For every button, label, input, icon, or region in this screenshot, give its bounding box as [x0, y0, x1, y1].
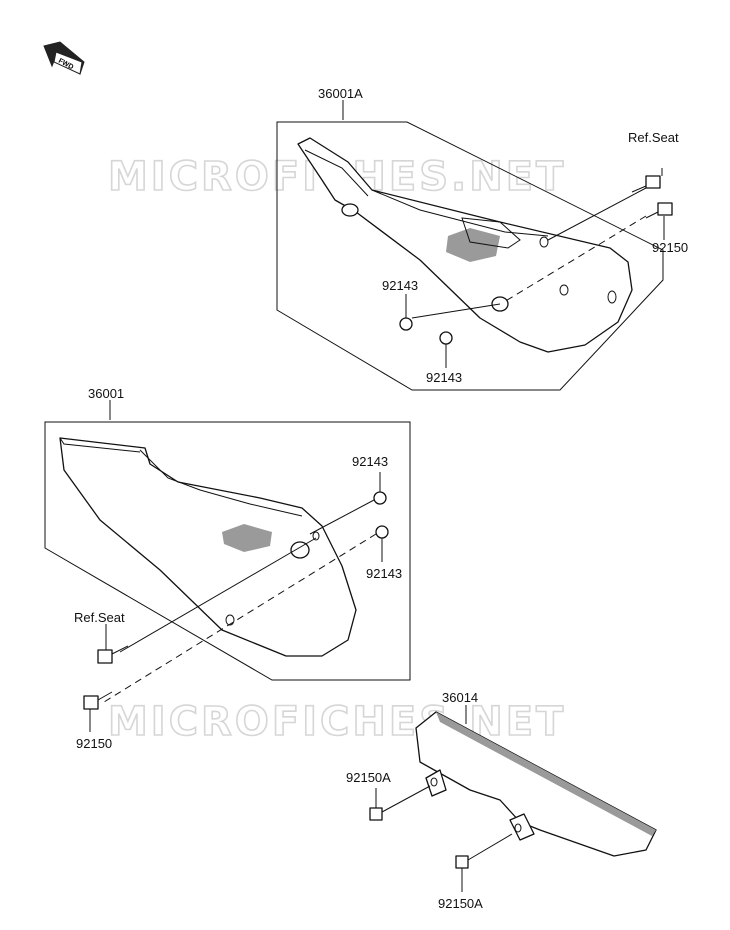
label-36001A: 36001A: [318, 86, 363, 101]
washer-top-bottom: [439, 331, 453, 345]
group-36001A: 36001A Ref.Seat 92150 92143 92143: [276, 86, 688, 391]
group-36001: 36001 92143 92143 Ref.Seat 92150: [44, 386, 411, 751]
watermark-bottom: MICROFICHES.NET: [108, 699, 566, 745]
washer-top-left: [399, 317, 413, 331]
label-92150-top: 92150: [652, 240, 688, 255]
side-cover-36001: [59, 437, 357, 657]
label-92150A-lower: 92150A: [438, 896, 483, 911]
label-36014: 36014: [442, 690, 478, 705]
washer-mid-bottom: [375, 525, 389, 539]
bolt-ref-seat-top: [631, 175, 661, 193]
fwd-arrow-icon: FWD: [43, 41, 85, 75]
label-ref-seat-top: Ref.Seat: [628, 130, 679, 145]
bolt-92150A-upper: [369, 807, 383, 821]
washer-mid-top: [373, 491, 387, 505]
bolt-92150A-lower: [455, 855, 469, 869]
bolt-92150-mid: [83, 691, 113, 710]
label-92143-top-left: 92143: [382, 278, 418, 293]
group-36014: 36014 92150A 92150A: [346, 690, 657, 911]
label-92143-mid-bottom: 92143: [366, 566, 402, 581]
label-92143-mid-top: 92143: [352, 454, 388, 469]
label-92150A-upper: 92150A: [346, 770, 391, 785]
bolt-92150-top: [645, 202, 673, 219]
label-92143-top-bottom: 92143: [426, 370, 462, 385]
label-ref-seat-mid: Ref.Seat: [74, 610, 125, 625]
label-92150-mid: 92150: [76, 736, 112, 751]
bolt-ref-seat-mid: [97, 645, 129, 664]
label-36001: 36001: [88, 386, 124, 401]
